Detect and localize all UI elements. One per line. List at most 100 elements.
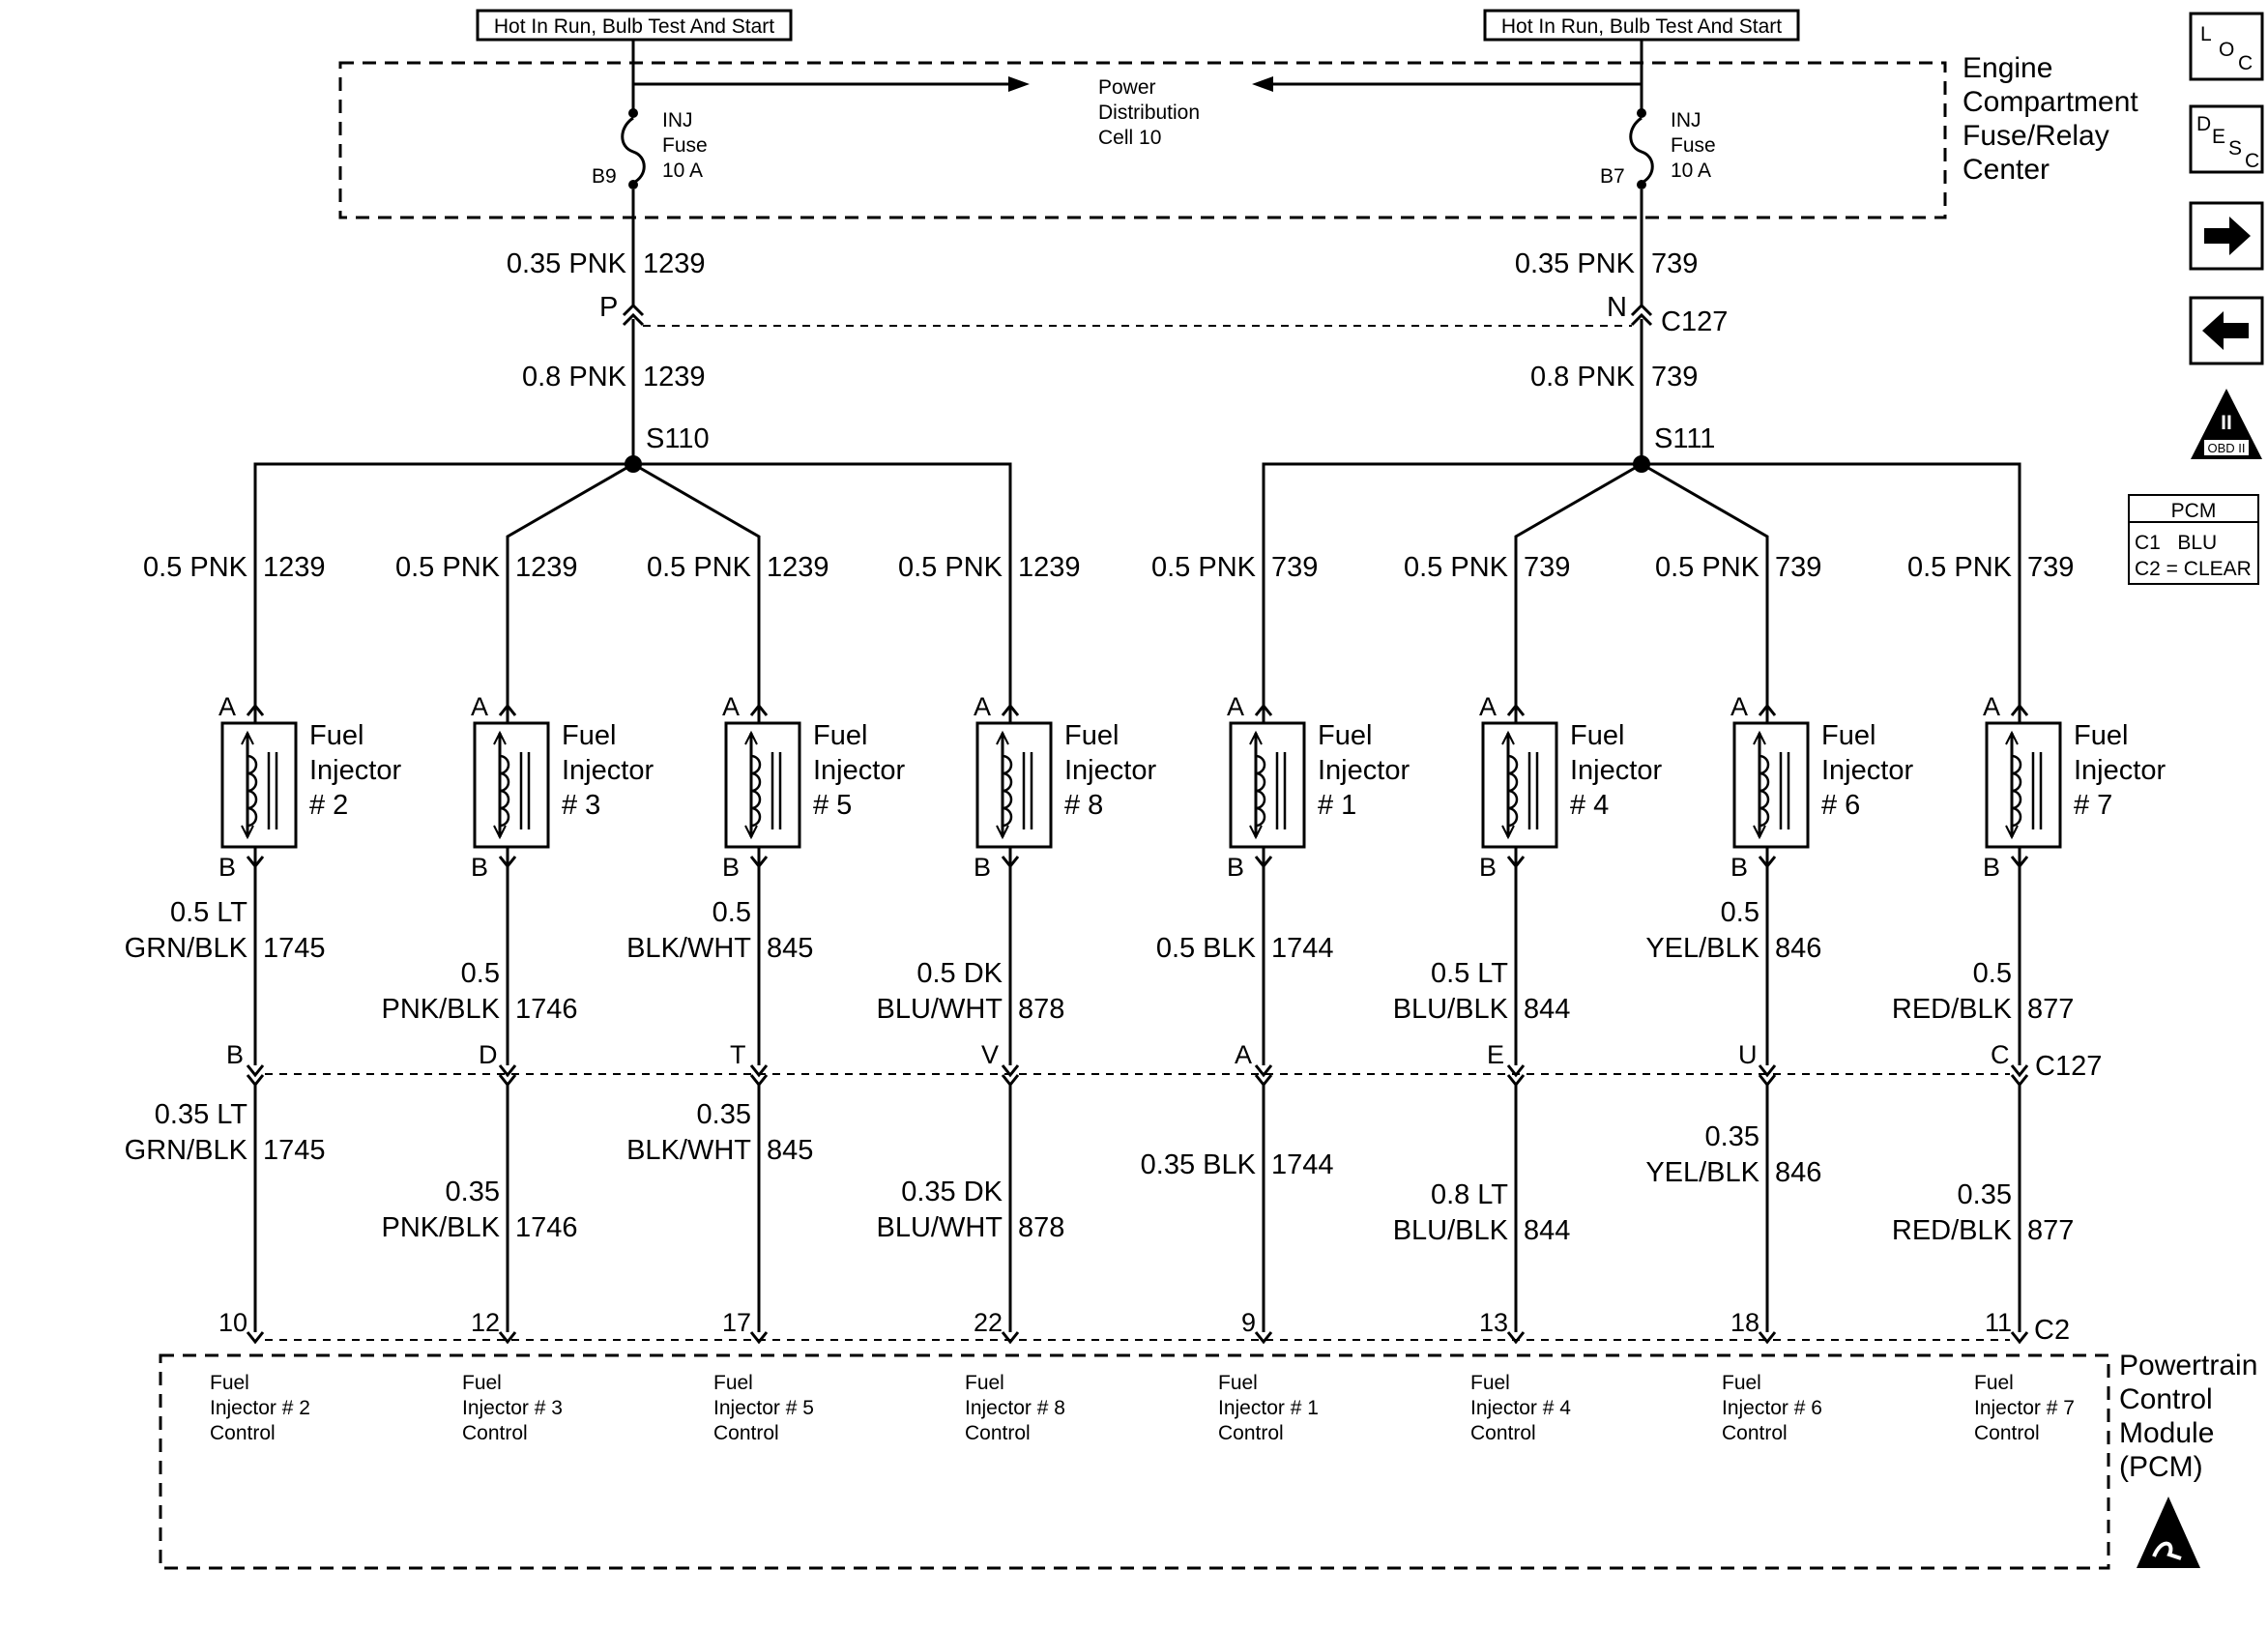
injector-3-pcm-pin: 12 [471,1308,500,1337]
injector-3-box [473,721,550,849]
injector-3-c2-terminal [498,1331,517,1345]
injector-7-feed-circuit: 739 [2027,552,2074,583]
injector-4-name-line1: Fuel [1570,720,1624,751]
injector-2-control-line2: Injector # 2 [210,1397,310,1419]
svg-text:Fuse/Relay: Fuse/Relay [1963,120,2109,152]
injector-7-upper-circuit: 877 [2027,994,2074,1025]
injector-3-lower-circuit: 1746 [515,1212,578,1243]
fuse-relay-center-title: Engine Compartment Fuse/Relay Center [1963,52,2138,186]
injector-2-feed-label: 0.5 PNK [143,552,248,583]
injector-1-name-line1: Fuel [1318,720,1372,751]
injector-3-coil-icon [499,754,510,828]
injector-5-pcm-pin: 17 [722,1308,751,1337]
next-page-button[interactable] [2189,201,2264,271]
injector-2-c127-pin: B [226,1040,244,1069]
svg-text:Control: Control [2119,1383,2213,1415]
injector-1-pin-a: A [1227,692,1244,721]
svg-text:Fuse: Fuse [662,134,708,157]
injector-1-control-line2: Injector # 1 [1218,1397,1319,1419]
svg-text:E: E [2212,126,2225,148]
injector-1-feed-label: 0.5 PNK [1151,552,1257,583]
wire-label-right-upper-a: 0.35 PNK [1515,248,1636,279]
injector-7-feed-label: 0.5 PNK [1907,552,2013,583]
injector-8-upper-size: 0.5 DK [916,958,1003,989]
hot-in-run-label-right: Hot In Run, Bulb Test And Start [1483,9,1800,42]
fuse-relay-center-box [338,61,1947,219]
wire-circuit-left-upper-b: 1239 [643,362,706,392]
injector-6-name-line1: Fuel [1821,720,1875,751]
previous-page-button[interactable] [2189,296,2264,365]
svg-text:L: L [2200,23,2212,45]
injector-5-name-line2: Injector [813,755,905,786]
pcm-connector-table: PCM C1 BLU C2 = CLEAR [2128,494,2259,585]
svg-text:Center: Center [1963,154,2050,186]
injector-7-coil-icon [2011,754,2022,828]
injector-5-upper-size: 0.5 [712,897,751,928]
injector-4-pin-a: A [1479,692,1497,721]
injector-2-feed-circuit: 1239 [263,552,326,583]
c2-label: C2 [2034,1315,2070,1346]
injector-7-upper-color: RED/BLK [1892,994,2013,1025]
injector-2-coil-icon [247,754,258,828]
injector-6-name-line2: Injector [1821,755,1913,786]
injector-8-name-line2: Injector [1064,755,1156,786]
injector-2-pin-a: A [218,692,236,721]
svg-text:B9: B9 [592,165,617,188]
svg-text:10 A: 10 A [662,160,703,182]
obd-ii-icon: II OBD II [2191,389,2262,459]
injector-3-name-line1: Fuel [562,720,616,751]
loc-button[interactable]: L O C [2189,12,2264,81]
injector-5-box [724,721,801,849]
injector-5-c2-terminal [749,1331,769,1345]
injector-8-c2-terminal [1001,1331,1020,1345]
injector-2-upper-size: 0.5 LT [170,897,247,928]
injector-6-name-line3: # 6 [1821,790,1860,821]
injector-3-control-line3: Control [462,1422,528,1444]
injector-4-coil-icon [1507,754,1519,828]
svg-text:Power: Power [1098,76,1156,99]
injector-3-lower-size: 0.35 [446,1177,500,1207]
injector-8-pin-b-terminal [1001,856,1020,869]
injector-5-control-line3: Control [713,1422,779,1444]
injector-6-control-line2: Injector # 6 [1722,1397,1822,1419]
injector-8-feed-circuit: 1239 [1018,552,1081,583]
injector-3-upper-size: 0.5 [461,958,500,989]
injector-8-name-line1: Fuel [1064,720,1119,751]
power-distribution-label: Power Distribution Cell 10 [1098,76,1200,149]
injector-6-coil-icon [1759,754,1770,828]
wire-circuit-right-upper-a: 739 [1651,248,1698,279]
injector-8-control-line2: Injector # 8 [965,1397,1065,1419]
svg-text:C1 BLU: C1 BLU [2135,532,2217,554]
injector-7-c127-pin: C [1991,1040,2010,1069]
svg-text:PCM: PCM [2171,500,2217,522]
svg-text:O: O [2219,39,2234,61]
injector-4-c127-pin: E [1487,1040,1504,1069]
hot-in-run-label-left: Hot In Run, Bulb Test And Start [476,9,793,42]
injector-8-lower-color: BLU/WHT [877,1212,1003,1243]
injector-5-feed-circuit: 1239 [767,552,829,583]
svg-text:S: S [2228,137,2242,160]
injector-3-name-line2: Injector [562,755,654,786]
pcm-box [159,1353,2110,1570]
injector-7-lower-circuit: 877 [2027,1215,2074,1246]
desc-button[interactable]: D E S C [2189,104,2264,174]
injector-4-pin-b: B [1479,853,1497,882]
injector-4-upper-circuit: 844 [1524,994,1570,1025]
svg-text:Fuse: Fuse [1671,134,1716,157]
injector-1-name-line3: # 1 [1318,790,1356,821]
svg-text:Compartment: Compartment [1963,86,2138,118]
injector-4-c2-terminal [1506,1331,1526,1345]
svg-text:C2 = CLEAR: C2 = CLEAR [2135,558,2252,580]
injector-4-upper-size: 0.5 LT [1431,958,1508,989]
injector-8-coil-icon [1002,754,1013,828]
inj-fuse-left: INJ Fuse 10 A B9 [592,108,708,218]
injector-3-feed-circuit: 1239 [515,552,578,583]
injector-6-lower-size: 0.35 [1705,1121,1759,1152]
injector-8-control-line1: Fuel [965,1372,1004,1394]
svg-text:INJ: INJ [662,109,693,131]
injector-1-lower-color: 0.35 BLK [1141,1149,1257,1180]
svg-text:INJ: INJ [1671,109,1701,131]
injector-3-pin-a: A [471,692,488,721]
injector-2-control-line1: Fuel [210,1372,249,1394]
